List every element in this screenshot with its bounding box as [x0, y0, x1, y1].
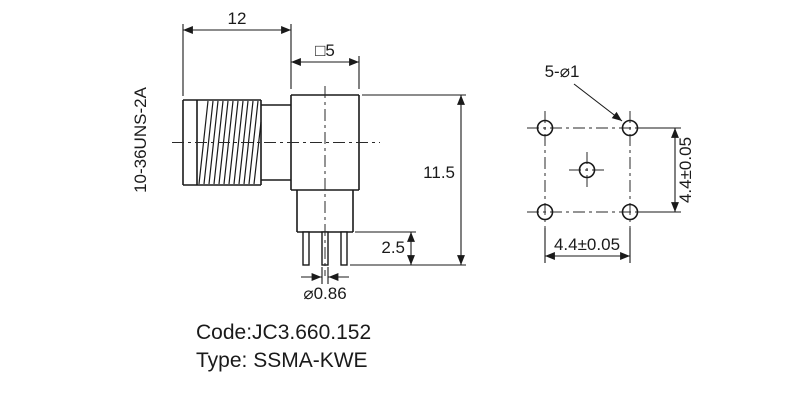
part-code-text: Code:JC3.660.152 — [196, 321, 371, 344]
dim-pin-diameter-label: ⌀0.86 — [303, 284, 346, 303]
pcb-hole-top-left — [536, 119, 554, 137]
caption: Code:JC3.660.152 Type: SSMA-KWE — [196, 321, 371, 372]
side-view: 12 □5 11.5 2.5 ⌀0.86 10-36UNS-2A — [131, 9, 466, 303]
thread-spec-label: 10-36UNS-2A — [131, 86, 150, 192]
dim-height-label: 11.5 — [423, 163, 455, 182]
pcb-hole-bottom-left — [536, 203, 554, 221]
hole-extension-lines — [544, 127, 681, 263]
connector-outline — [182, 94, 360, 233]
dim-length-label: 12 — [228, 9, 247, 28]
hole-pattern-view: 5-⌀1 4.4±0.05 4.4±0.05 — [527, 62, 695, 263]
part-type-text: Type: SSMA-KWE — [196, 349, 368, 372]
extension-lines — [182, 24, 466, 284]
mounting-pin-left — [302, 231, 310, 266]
dim-pin-length-label: 2.5 — [381, 238, 405, 257]
mounting-pin-right — [340, 231, 348, 266]
pitch-y-label: 4.4±0.05 — [676, 137, 695, 203]
hole-pattern-dimensions: 5-⌀1 4.4±0.05 4.4±0.05 — [544, 62, 695, 263]
side-view-dimensions: 12 □5 11.5 2.5 ⌀0.86 10-36UNS-2A — [131, 9, 466, 303]
hole-pattern-centerlines — [527, 111, 649, 229]
holes-leader-line — [573, 83, 623, 122]
pcb-hole-center — [578, 161, 596, 179]
pitch-x-label: 4.4±0.05 — [554, 235, 620, 254]
dim-square-label: □5 — [315, 41, 335, 60]
side-view-centerlines — [172, 86, 380, 276]
holes-count-label: 5-⌀1 — [545, 62, 580, 81]
